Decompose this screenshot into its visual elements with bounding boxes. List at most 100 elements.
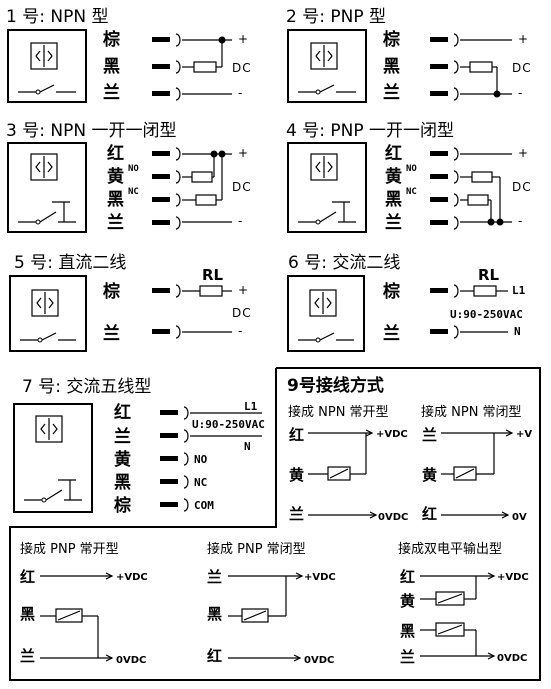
svg-text:-: -: [238, 214, 242, 228]
sensor-face-icon: [30, 153, 58, 181]
dual-level-connection: 接成双电平输出型 红 黄 黑 兰 +VDC 0VDC: [398, 541, 529, 666]
diagram-5-dc-two-wire: 5 号: 直流二线 棕 兰 RL + - DC: [9, 253, 252, 352]
sensor-body: [7, 142, 87, 233]
wire-label: 兰: [114, 426, 131, 447]
svg-text:L1: L1: [244, 400, 258, 413]
svg-text:红: 红: [400, 568, 415, 586]
svg-text:接成 NPN 常开型: 接成 NPN 常开型: [288, 404, 389, 420]
svg-text:红: 红: [207, 647, 222, 665]
svg-text:U:90-250VAC: U:90-250VAC: [450, 308, 523, 321]
resistor-icon: [469, 61, 493, 73]
svg-text:黑: 黑: [400, 622, 415, 640]
switch-icon: [319, 211, 337, 223]
svg-text:COM: COM: [194, 499, 214, 512]
wire-label: 黄: [385, 166, 402, 187]
svg-text:兰: 兰: [422, 426, 437, 444]
svg-text:+V: +V: [516, 429, 532, 440]
svg-text:+: +: [238, 146, 248, 160]
resistor-icon: [195, 194, 217, 206]
wire-label: 兰: [103, 323, 120, 344]
diagram-1-title: 1 号: NPN 型: [6, 7, 108, 27]
svg-text:N: N: [514, 325, 521, 338]
wire-label: 黑: [383, 57, 400, 77]
sensor-face-icon: [35, 415, 63, 443]
svg-text:+VDC: +VDC: [304, 572, 336, 583]
svg-text:-: -: [238, 86, 242, 100]
sensor-body: [13, 403, 93, 513]
diagram-7-ac-five-wire: 7 号: 交流五线型 红 兰 黄 黑 棕 L1 N U:90-250VAC NO…: [13, 377, 265, 516]
diagram-2-pnp: 2 号: PNP 型 棕 黑 兰 + - DC: [286, 7, 531, 103]
svg-text:接成双电平输出型: 接成双电平输出型: [398, 541, 502, 557]
svg-text:NC: NC: [194, 476, 207, 489]
section-9-title: 9号接线方式: [287, 375, 384, 396]
wire-label: 兰: [107, 212, 124, 233]
resistor-icon: [471, 171, 493, 183]
diagram-6-title: 6 号: 交流二线: [288, 253, 400, 273]
svg-text:+: +: [238, 283, 248, 297]
wire-label: 兰: [383, 82, 400, 103]
wire-label: 棕: [114, 495, 131, 516]
resistor-icon: [199, 285, 223, 297]
wire-label: 黄: [114, 449, 131, 470]
switch-icon: [319, 84, 335, 93]
svg-text:NC: NC: [128, 187, 139, 197]
switch-icon: [45, 489, 63, 501]
pnp-nc-connection: 接成 PNP 常闭型 兰 黑 红 +VDC 0VDC: [207, 541, 336, 666]
wire-label: 棕: [383, 29, 400, 50]
wire-label: 红: [107, 143, 124, 164]
diagram-2-title: 2 号: PNP 型: [286, 7, 386, 27]
sensor-body: [287, 29, 367, 103]
svg-text:NO: NO: [406, 164, 417, 174]
svg-text:兰: 兰: [20, 647, 35, 665]
wire-label: 黑: [107, 190, 124, 210]
sensor-face-icon: [309, 289, 337, 317]
wire-label: 兰: [383, 323, 400, 344]
svg-text:兰: 兰: [400, 648, 415, 666]
svg-text:L1: L1: [512, 284, 526, 297]
wire-label: 棕: [103, 281, 120, 302]
wire-label: 兰: [103, 82, 120, 103]
section-9-wiring-methods: 9号接线方式 接成 NPN 常开型 红 黄 兰 +VDC 0VDC 接成 NPN…: [9, 367, 541, 681]
svg-text:RL: RL: [202, 266, 224, 284]
svg-text:DC: DC: [232, 180, 252, 194]
svg-text:DC: DC: [512, 180, 532, 194]
diagram-1-npn: 1 号: NPN 型 棕 黑 兰 + - DC: [6, 7, 252, 103]
svg-text:兰: 兰: [289, 505, 304, 523]
diagram-7-title: 7 号: 交流五线型: [22, 377, 151, 397]
svg-text:+: +: [518, 32, 528, 46]
svg-text:NO: NO: [128, 164, 139, 174]
svg-text:红: 红: [20, 568, 35, 586]
svg-text:黄: 黄: [289, 466, 304, 484]
svg-text:+: +: [518, 146, 528, 160]
svg-text:+: +: [238, 32, 248, 46]
sensor-body: [7, 29, 87, 103]
svg-text:0VDC: 0VDC: [497, 653, 527, 664]
wire-label: 红: [385, 143, 402, 164]
pnp-no-connection: 接成 PNP 常开型 红 黑 兰 +VDC 0VDC: [20, 541, 148, 666]
diagram-6-ac-two-wire: 6 号: 交流二线 棕 兰 RL L1 N U:90-250VAC: [287, 253, 526, 352]
svg-text:0VDC: 0VDC: [378, 512, 408, 523]
wire-label: 棕: [103, 29, 120, 50]
wire-label: 黄: [107, 166, 124, 187]
switch-icon: [319, 332, 335, 341]
svg-text:DC: DC: [232, 306, 252, 320]
svg-text:NC: NC: [406, 187, 417, 197]
resistor-icon: [191, 171, 213, 183]
switch-icon: [39, 84, 55, 93]
svg-text:-: -: [518, 214, 522, 228]
svg-text:接成 NPN 常闭型: 接成 NPN 常闭型: [421, 404, 522, 420]
npn-no-connection: 接成 NPN 常开型 红 黄 兰 +VDC 0VDC: [288, 404, 408, 523]
svg-text:兰: 兰: [207, 568, 222, 586]
diagram-3-npn-no-nc: 3 号: NPN 一开一闭型 红 黄 黑 兰 NO NC + - DC: [6, 121, 252, 233]
resistor-icon: [193, 61, 217, 73]
switch-icon: [41, 332, 57, 341]
svg-text:NO: NO: [194, 453, 208, 466]
svg-text:RL: RL: [478, 266, 500, 284]
svg-text:U:90-250VAC: U:90-250VAC: [192, 418, 265, 431]
svg-text:+VDC: +VDC: [376, 429, 408, 440]
wire-label: 红: [114, 402, 131, 423]
sensor-face-icon: [31, 289, 59, 317]
svg-text:DC: DC: [232, 61, 252, 75]
